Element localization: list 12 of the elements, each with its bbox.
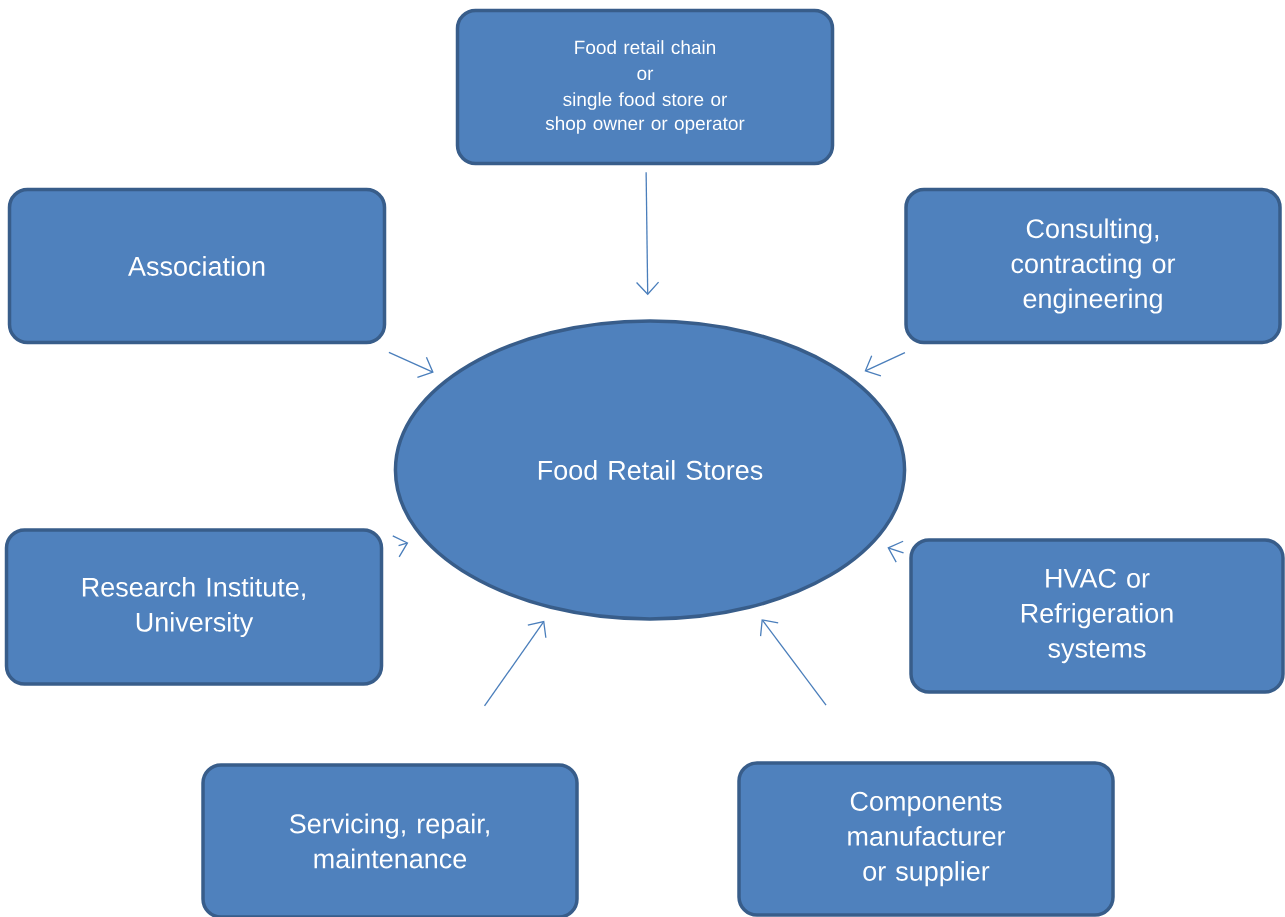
stakeholder-box: HVAC or Refrigeration systems xyxy=(909,538,1285,694)
stakeholder-box: Food retail chain or single food store or shop owner or operator xyxy=(455,8,835,166)
stakeholder-box: Research Institute, University xyxy=(4,528,384,686)
stakeholder-box: Consulting, contracting or engineering xyxy=(904,187,1282,345)
arrow xyxy=(483,620,547,707)
stakeholder-box: Components manufacturer or supplier xyxy=(737,761,1115,917)
arrow xyxy=(864,351,906,377)
arrow xyxy=(759,619,827,706)
arrow xyxy=(388,351,434,378)
stakeholder-box: Association xyxy=(7,187,387,345)
stakeholder-box: Servicing, repair, maintenance xyxy=(201,763,579,917)
arrow xyxy=(635,171,660,296)
